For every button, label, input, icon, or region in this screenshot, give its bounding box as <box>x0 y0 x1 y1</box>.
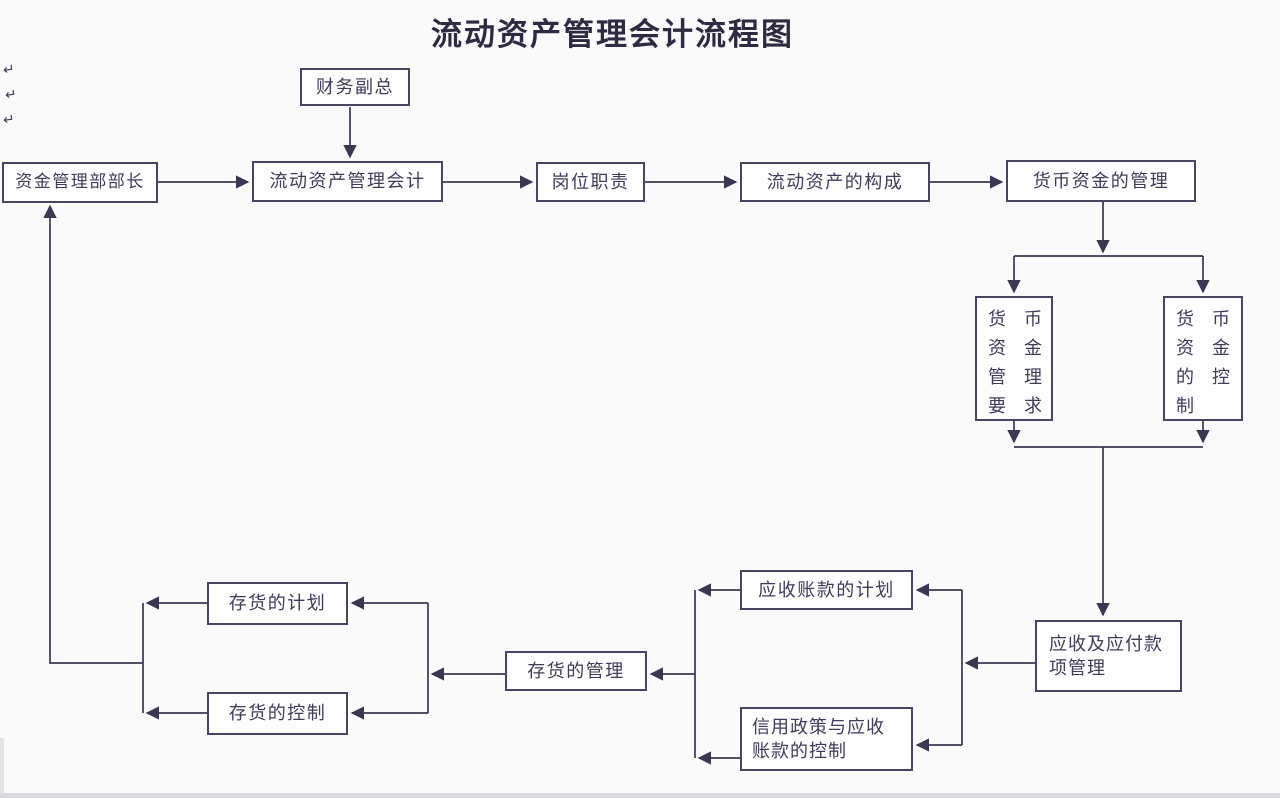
node-label: 存货的控制 <box>228 703 327 724</box>
node-label: 货 币 资 金 管 理 要 求 <box>988 309 1042 416</box>
scan-edge-artifact <box>0 738 4 793</box>
arrow-feedback-to-director <box>43 204 143 664</box>
node-label: 应收账款的计划 <box>758 579 895 600</box>
node-ar-ap-management: 应收及应付款 项管理 <box>1035 620 1182 692</box>
node-job-duties: 岗位职责 <box>536 162 645 202</box>
node-money-fund-requirements: 货 币 资 金 管 理 要 求 <box>975 296 1053 421</box>
node-label: 应收及应付款 项管理 <box>1049 633 1163 678</box>
node-inventory-control: 存货的控制 <box>207 692 348 735</box>
bottom-edge-strip <box>0 793 1280 798</box>
page-title: 流动资产管理会计流程图 <box>431 17 794 52</box>
node-inventory-management: 存货的管理 <box>505 651 647 691</box>
node-label: 岗位职责 <box>551 171 630 192</box>
node-label: 流动资产管理会计 <box>269 171 426 192</box>
node-money-fund-control: 货 币 资 金 的 控 制 <box>1163 296 1243 421</box>
node-label: 货 币 资 金 的 控 制 <box>1176 309 1230 416</box>
node-label: 存货的计划 <box>228 593 327 614</box>
node-ar-plan: 应收账款的计划 <box>740 570 913 610</box>
node-label: 财务副总 <box>316 76 394 97</box>
node-inventory-plan: 存货的计划 <box>207 582 348 625</box>
node-current-asset-accountant: 流动资产管理会计 <box>252 161 443 202</box>
node-label: 货币资金的管理 <box>1032 170 1170 191</box>
node-label: 流动资产的构成 <box>766 171 904 192</box>
node-label: 信用政策与应收 账款的控制 <box>752 716 885 761</box>
node-label: 存货的管理 <box>527 660 625 681</box>
node-asset-composition: 流动资产的构成 <box>740 162 930 202</box>
node-fund-dept-director: 资金管理部部长 <box>2 162 158 203</box>
node-finance-vp: 财务副总 <box>300 68 410 106</box>
node-credit-policy-control: 信用政策与应收 账款的控制 <box>740 707 913 771</box>
node-money-fund-management: 货币资金的管理 <box>1006 160 1196 202</box>
node-label: 资金管理部部长 <box>15 172 145 192</box>
